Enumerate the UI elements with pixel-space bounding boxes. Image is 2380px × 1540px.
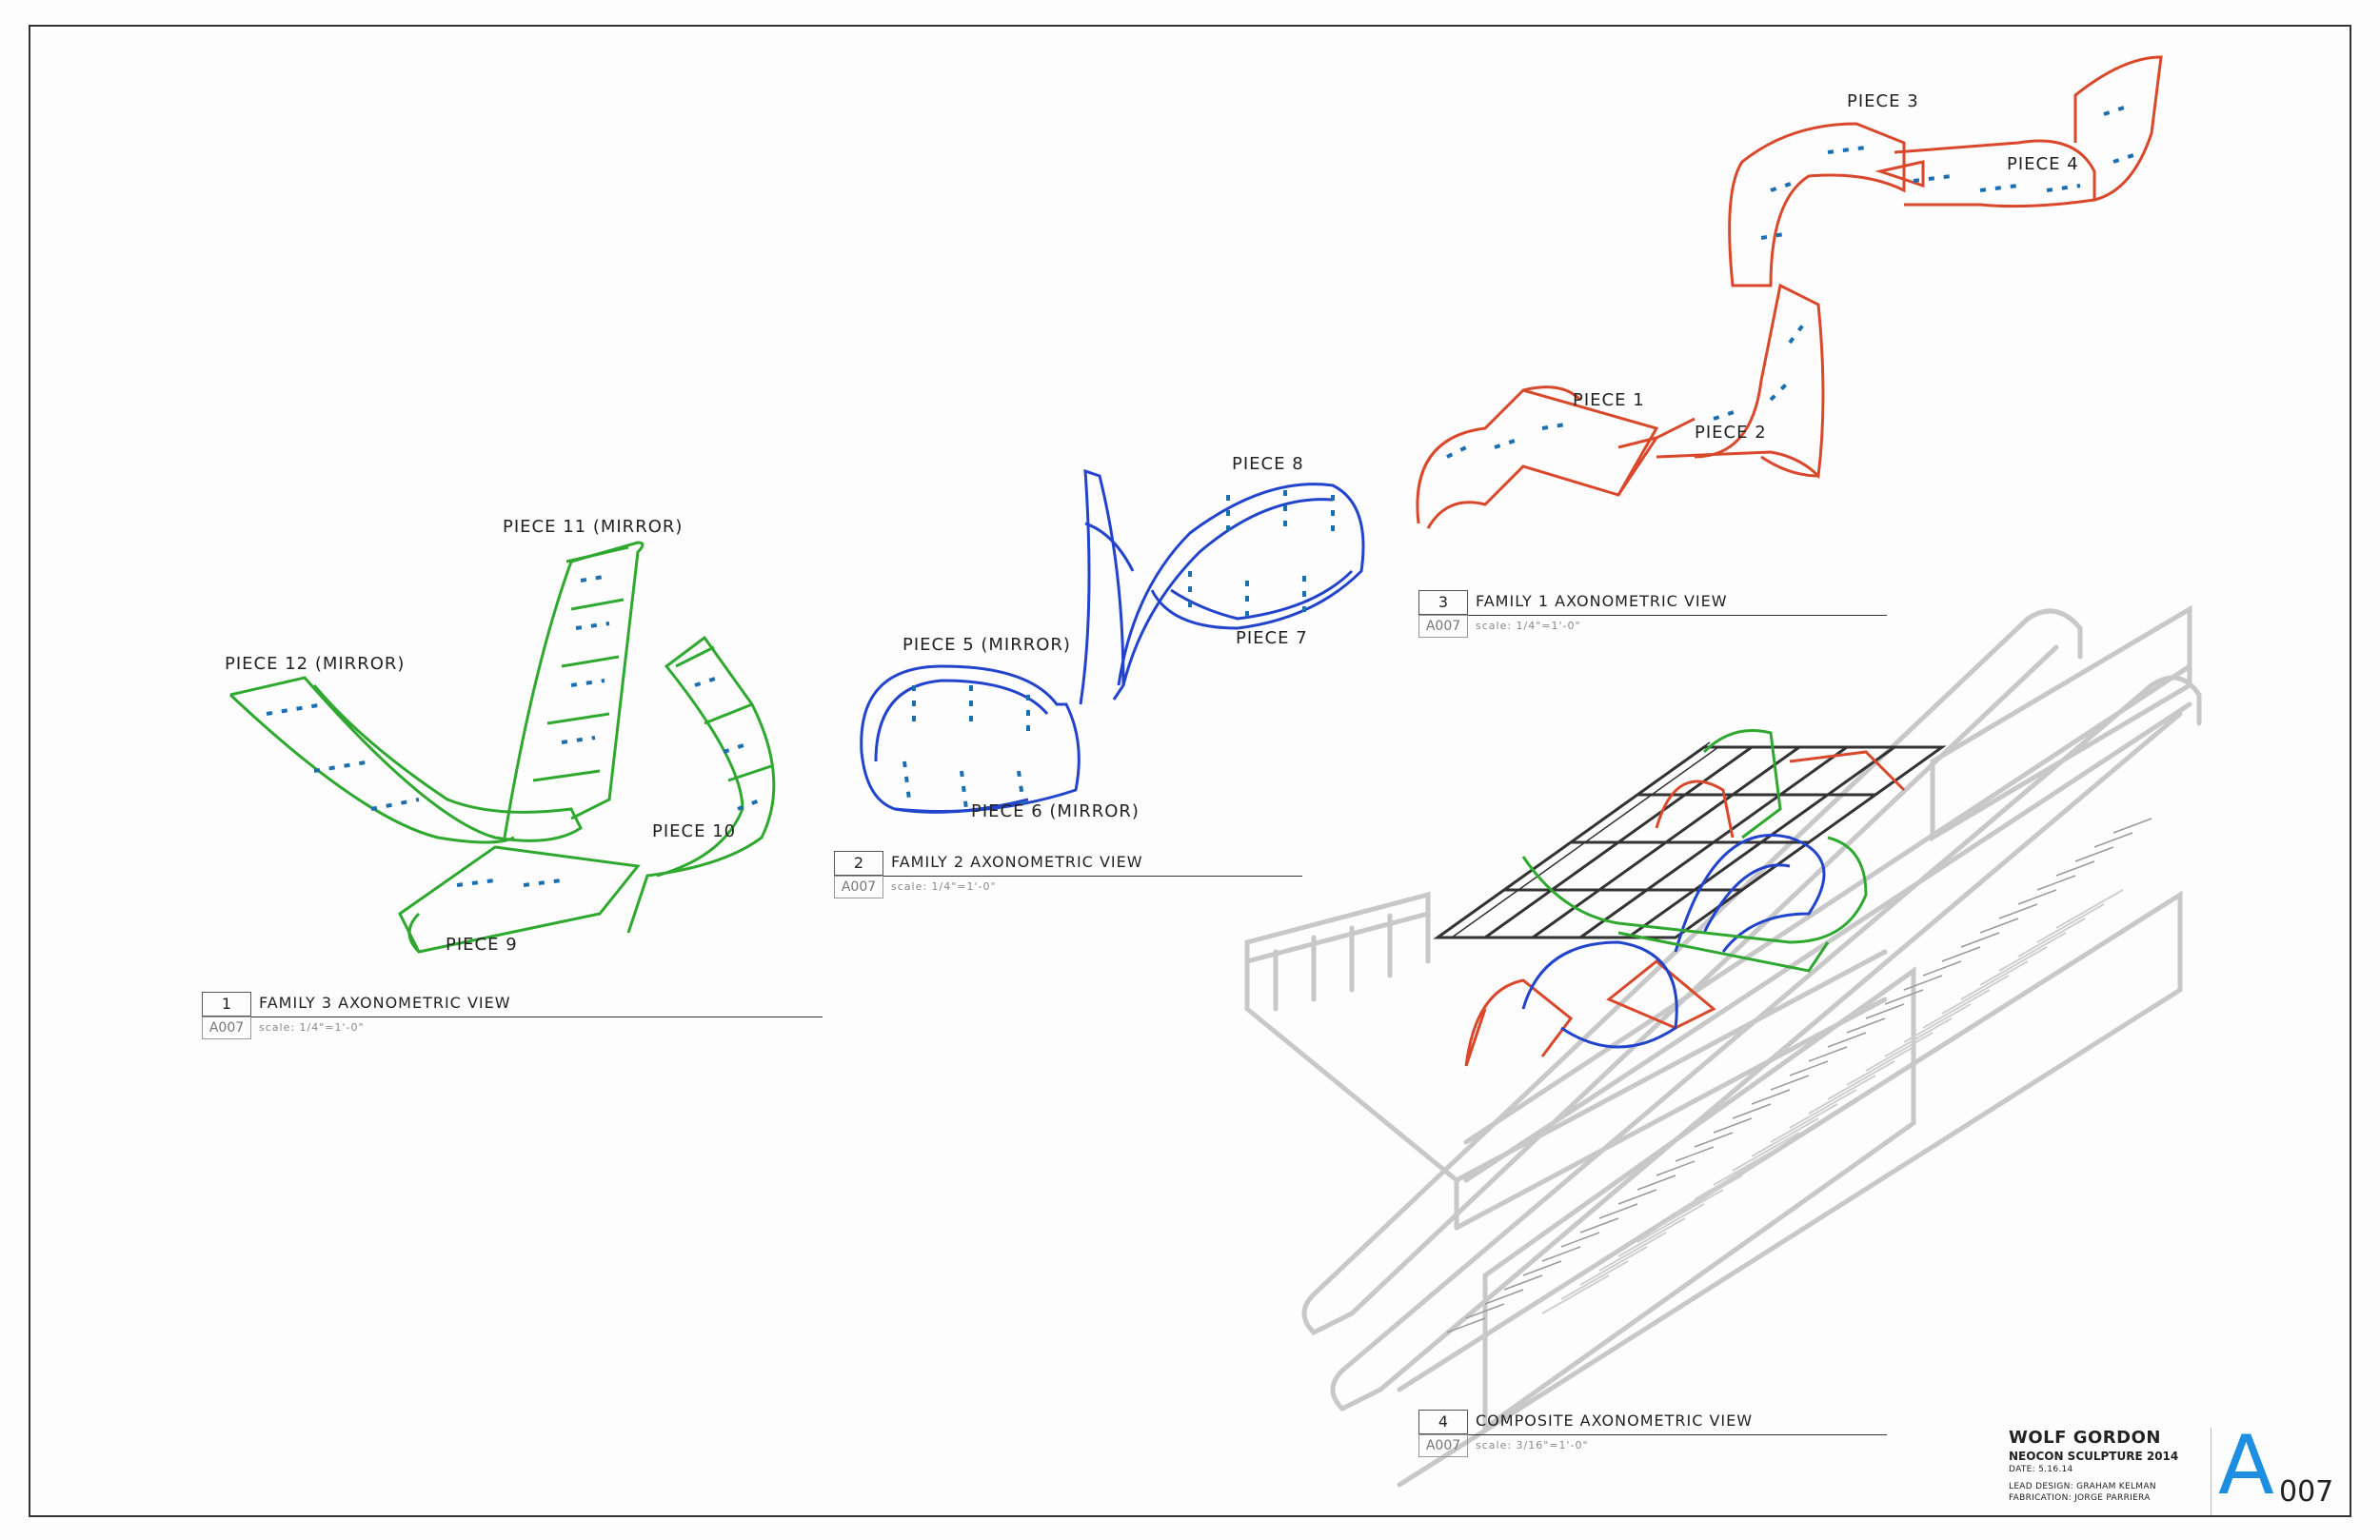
lead-design: LEAD DESIGN: GRAHAM KELMAN bbox=[2009, 1482, 2156, 1491]
piece-label-9: PIECE 9 bbox=[446, 935, 518, 955]
escalator-steps bbox=[1446, 818, 2152, 1333]
title-block: WOLF GORDON NEOCON SCULPTURE 2014 DATE: … bbox=[2009, 1428, 2218, 1515]
title-rule bbox=[883, 876, 1302, 877]
composite-family2 bbox=[1521, 834, 1826, 1049]
company-name: WOLF GORDON bbox=[2009, 1428, 2161, 1448]
piece-label-6: PIECE 6 (MIRROR) bbox=[971, 801, 1140, 821]
view-number: 4 bbox=[1418, 1410, 1468, 1434]
view-title: COMPOSITE AXONOMETRIC VIEW bbox=[1476, 1412, 1754, 1430]
sheet-ref: A007 bbox=[1418, 1434, 1468, 1457]
escalator-context bbox=[1244, 604, 2202, 1488]
piece-label-3: PIECE 3 bbox=[1847, 91, 1919, 111]
view-number: 2 bbox=[834, 851, 883, 876]
stair-treads bbox=[1541, 889, 2124, 1314]
family1-strips bbox=[1416, 55, 2163, 529]
piece-label-4: PIECE 4 bbox=[2007, 154, 2079, 174]
piece-label-2: PIECE 2 bbox=[1695, 423, 1767, 443]
view-number: 1 bbox=[202, 992, 251, 1017]
view-title: FAMILY 1 AXONOMETRIC VIEW bbox=[1476, 592, 1728, 610]
drawing-border bbox=[29, 25, 2351, 1517]
view-scale: scale: 1/4"=1'-0" bbox=[1476, 620, 1581, 632]
view-scale: scale: 1/4"=1'-0" bbox=[891, 880, 997, 893]
sheet-ref: A007 bbox=[834, 876, 883, 898]
piece-label-10: PIECE 10 bbox=[652, 821, 737, 841]
sheet-ref: A007 bbox=[202, 1017, 251, 1039]
composite-family1 bbox=[1464, 750, 1906, 1067]
title-rule bbox=[1468, 615, 1887, 616]
piece-label-7: PIECE 7 bbox=[1236, 628, 1308, 648]
sheet-number: A 007 bbox=[2218, 1418, 2342, 1513]
composite-family3 bbox=[1521, 729, 1868, 973]
family3-strips bbox=[228, 541, 776, 954]
family2-strips bbox=[860, 468, 1365, 814]
sheet-digits: 007 bbox=[2279, 1475, 2334, 1509]
piece-label-5: PIECE 5 (MIRROR) bbox=[902, 635, 1071, 655]
view-scale: scale: 3/16"=1'-0" bbox=[1476, 1439, 1589, 1451]
view-title: FAMILY 2 AXONOMETRIC VIEW bbox=[891, 853, 1143, 871]
piece-label-8: PIECE 8 bbox=[1232, 454, 1304, 474]
piece-label-11: PIECE 11 (MIRROR) bbox=[503, 517, 684, 537]
family2-strip-ticks bbox=[902, 490, 1335, 810]
family3-strip-ticks bbox=[266, 574, 763, 887]
drawing-date: DATE: 5.16.14 bbox=[2009, 1465, 2073, 1474]
view-number: 3 bbox=[1418, 590, 1468, 615]
fabrication: FABRICATION: JORGE PARRIERA bbox=[2009, 1493, 2151, 1503]
view-title: FAMILY 3 AXONOMETRIC VIEW bbox=[259, 994, 511, 1012]
sheet-letter: A bbox=[2218, 1418, 2274, 1513]
sheet-ref: A007 bbox=[1418, 615, 1468, 638]
view-scale: scale: 1/4"=1'-0" bbox=[259, 1021, 365, 1034]
project-name: NEOCON SCULPTURE 2014 bbox=[2009, 1450, 2179, 1463]
title-rule bbox=[1468, 1434, 1887, 1435]
family1-strip-ticks bbox=[1446, 103, 2143, 459]
piece-label-12: PIECE 12 (MIRROR) bbox=[225, 654, 406, 674]
piece-label-1: PIECE 1 bbox=[1573, 390, 1645, 410]
ceiling-grid bbox=[1433, 741, 1947, 939]
